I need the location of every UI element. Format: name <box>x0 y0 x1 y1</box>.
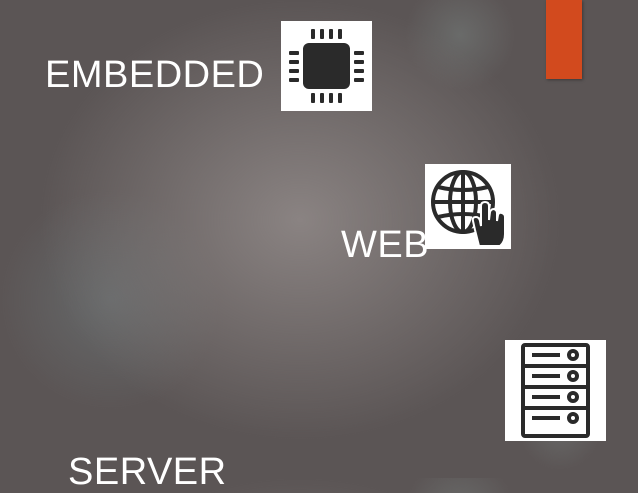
microchip-icon <box>281 21 372 111</box>
server-rack-icon <box>505 340 606 441</box>
web-label: WEB <box>341 224 430 266</box>
server-label: SERVER <box>68 451 227 493</box>
globe-touch-icon <box>425 164 511 249</box>
embedded-label: EMBEDDED <box>45 54 265 96</box>
accent-bar <box>546 0 582 79</box>
